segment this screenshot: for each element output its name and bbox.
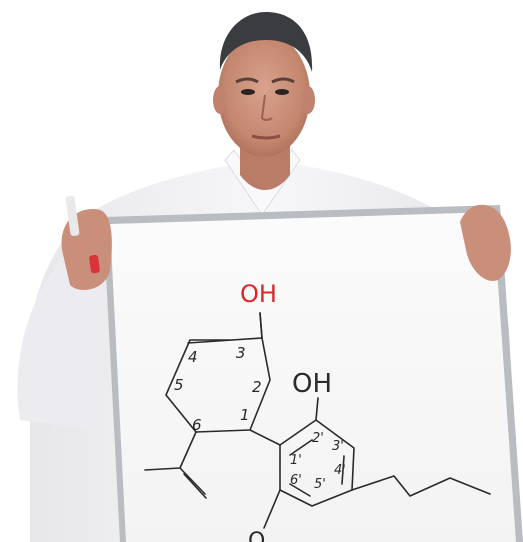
whiteboard-surface bbox=[110, 212, 516, 542]
left-ear bbox=[213, 86, 227, 114]
hair bbox=[219, 12, 313, 72]
left-eye bbox=[241, 89, 255, 95]
aromatic-number-4p: 4' bbox=[334, 463, 346, 478]
ring-number-2: 2 bbox=[252, 378, 262, 396]
whiteboard bbox=[103, 205, 523, 542]
ring-left-bonds bbox=[165, 312, 271, 433]
marker bbox=[65, 195, 100, 274]
left-sleeve bbox=[17, 250, 110, 430]
aromatic-number-3p: 3' bbox=[332, 439, 344, 454]
o-bottom-label: O bbox=[248, 529, 265, 542]
ring-number-4: 4 bbox=[188, 348, 198, 366]
right-ear bbox=[301, 86, 315, 114]
aromatic-number-5p: 5' bbox=[314, 477, 326, 492]
aromatic-number-2p: 2' bbox=[312, 431, 324, 446]
left-brow bbox=[235, 77, 259, 84]
right-brow bbox=[271, 77, 295, 84]
side-chain bbox=[351, 475, 491, 497]
aromatic-number-1p: 1' bbox=[290, 453, 302, 468]
oh-top-label: OH bbox=[240, 280, 277, 308]
right-hand bbox=[460, 204, 511, 281]
structure-drawing bbox=[144, 312, 491, 529]
ring-number-1: 1 bbox=[240, 406, 250, 424]
right-eye bbox=[275, 89, 289, 95]
nose bbox=[260, 94, 273, 121]
ring-number-6: 6 bbox=[192, 416, 202, 434]
ring-number-5: 5 bbox=[174, 376, 184, 394]
oh-right-label: OH bbox=[292, 369, 332, 399]
aromatic-number-6p: 6' bbox=[290, 473, 302, 488]
mouth bbox=[251, 134, 281, 140]
ring-number-3: 3 bbox=[236, 344, 246, 362]
